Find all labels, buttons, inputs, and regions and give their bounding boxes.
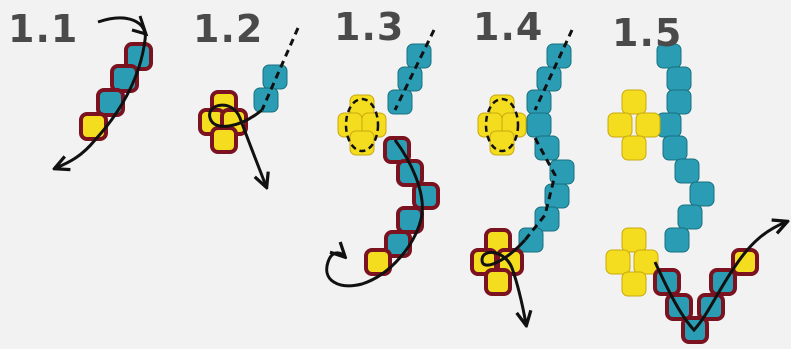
- dashed-thread-icon: [393, 29, 436, 111]
- teal-bead: [674, 158, 700, 184]
- teal-bead: [689, 181, 715, 207]
- step-label-1-5: 1.5: [612, 11, 683, 55]
- teal-bead: [383, 136, 411, 164]
- teal-bead: [534, 135, 560, 161]
- yellow-bead: [210, 126, 238, 154]
- yellow-bead: [364, 248, 392, 276]
- dashed-thread-icon: [533, 29, 574, 111]
- yellow-bead: [621, 135, 647, 161]
- teal-bead: [406, 43, 432, 69]
- yellow-bead: [484, 268, 512, 296]
- teal-bead: [656, 112, 682, 138]
- step-label-1-3: 1.3: [334, 5, 405, 49]
- yellow-bead: [621, 227, 647, 253]
- yellow-bead: [349, 130, 375, 156]
- yellow-bead: [621, 271, 647, 297]
- teal-bead: [412, 182, 440, 210]
- thread-arrow-icon: [325, 139, 424, 288]
- yellow-bead: [621, 89, 647, 115]
- yellow-bead: [489, 130, 515, 156]
- yellow-bead: [605, 249, 631, 275]
- thread-arrow-icon: [208, 103, 266, 186]
- dashed-thread-icon: [523, 137, 557, 241]
- thread-arrow-icon: [653, 222, 786, 333]
- step-1-4-figure: [470, 29, 575, 324]
- arrowhead-icon: [131, 15, 149, 37]
- yellow-bead: [607, 112, 633, 138]
- thread-arrow-icon: [480, 238, 526, 324]
- step-label-1-4: 1.4: [473, 5, 544, 49]
- teal-bead: [387, 89, 413, 115]
- teal-bead: [666, 66, 692, 92]
- step-1-2-figure: [198, 27, 300, 186]
- teal-bead: [662, 135, 688, 161]
- yellow-bead: [635, 112, 661, 138]
- thread-arrow-icon: [56, 16, 147, 168]
- dashed-thread-icon: [260, 27, 300, 111]
- teal-bead: [664, 227, 690, 253]
- yellow-bead: [79, 112, 108, 141]
- teal-bead: [526, 89, 552, 115]
- dashed-thread-icon: [344, 97, 380, 153]
- step-1-1-figure: [56, 15, 153, 168]
- teal-bead: [666, 89, 692, 115]
- teal-bead: [677, 204, 703, 230]
- step-label-1-1: 1.1: [8, 7, 79, 51]
- step-1-5-figure: [605, 43, 786, 344]
- yellow-bead: [731, 248, 759, 276]
- step-label-1-2: 1.2: [193, 7, 264, 51]
- yellow-bead: [633, 249, 659, 275]
- step-1-3-figure: [325, 29, 440, 288]
- teal-bead: [518, 227, 544, 253]
- dashed-thread-icon: [484, 97, 520, 153]
- teal-bead: [526, 112, 552, 138]
